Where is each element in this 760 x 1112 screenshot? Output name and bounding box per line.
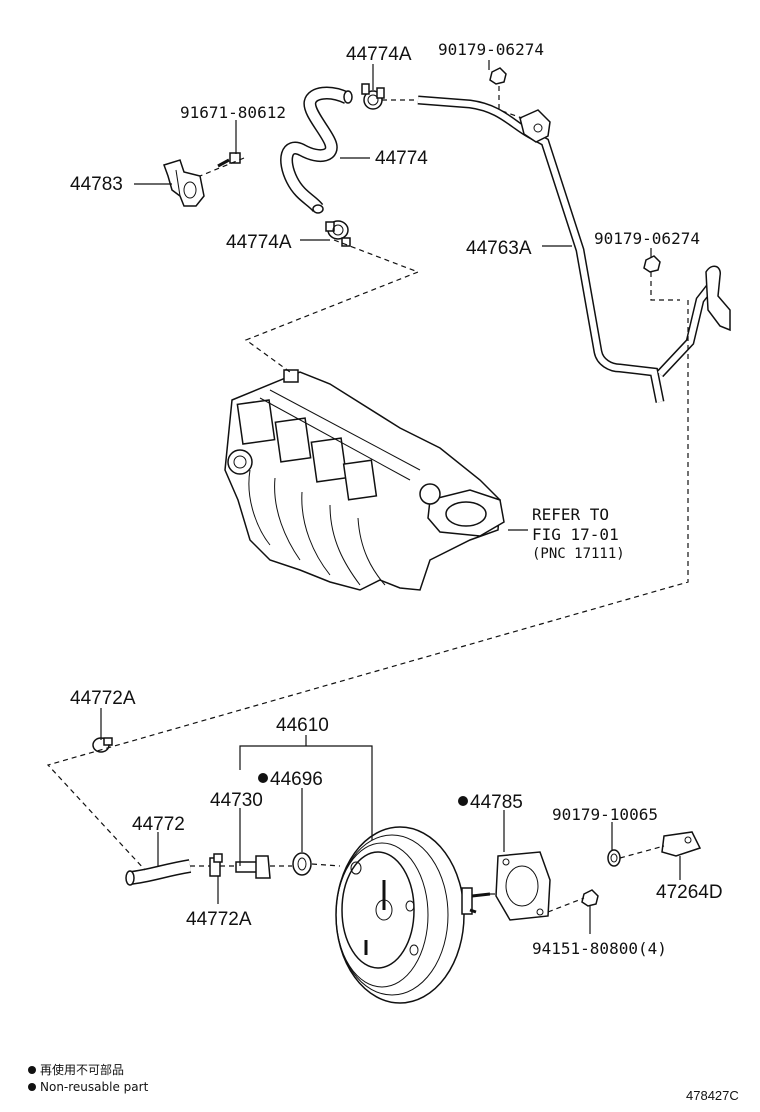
- hose-44772: [125, 859, 192, 886]
- label-44785: 44785: [470, 792, 523, 813]
- label-refer-line2: FIG 17-01: [532, 525, 619, 544]
- label-44763A: 44763A: [466, 238, 532, 259]
- label-44610: 44610: [276, 715, 329, 736]
- label-44696: 44696: [270, 769, 323, 790]
- legend-dot-1: [28, 1066, 36, 1074]
- label-90179-06274-top: 90179-06274: [438, 40, 544, 59]
- label-44730: 44730: [210, 790, 263, 811]
- nut-90179-10065: [607, 849, 621, 867]
- part-labels: 44774A 90179-06274 91671-80612 44774 447…: [70, 40, 723, 958]
- label-90179-10065: 90179-10065: [552, 805, 658, 824]
- legend-line2: Non-reusable part: [40, 1080, 149, 1094]
- label-44774A-bottom: 44774A: [226, 232, 292, 253]
- grommet-44696: [292, 852, 312, 876]
- legend: 再使用不可部品 Non-reusable part: [28, 1062, 149, 1094]
- valve-44730: [235, 855, 271, 879]
- figure-id: 478427C: [686, 1088, 739, 1103]
- label-47264D: 47264D: [656, 882, 723, 903]
- label-refer-line3: (PNC 17111): [532, 546, 625, 562]
- brake-booster-44610: [335, 826, 491, 1004]
- nut-94151-80800: [581, 889, 599, 907]
- clamp-44774A-bottom: [325, 220, 351, 247]
- dashed-connections: [46, 86, 689, 913]
- label-44772A-bottom: 44772A: [186, 909, 252, 930]
- label-44783: 44783: [70, 174, 123, 195]
- non-reusable-dot-44696: [258, 773, 268, 783]
- bolt-91671-80612: [217, 152, 241, 168]
- bracket-44783: [163, 159, 205, 207]
- intake-manifold: [224, 369, 505, 591]
- legend-line1: 再使用不可部品: [40, 1062, 124, 1077]
- leader-lines: [100, 60, 681, 934]
- label-44774A-top: 44774A: [346, 44, 412, 65]
- label-91671-80612: 91671-80612: [180, 103, 286, 122]
- label-94151-80800: 94151-80800(4): [532, 939, 667, 958]
- clamp-44772A-bottom: [209, 853, 223, 877]
- legend-dot-2: [28, 1083, 36, 1091]
- gasket-44785: [495, 851, 551, 921]
- label-refer-line1: REFER TO: [532, 505, 609, 524]
- label-44774: 44774: [375, 148, 428, 169]
- label-44772: 44772: [132, 814, 185, 835]
- pipe-44763A: [417, 95, 731, 403]
- hose-44774: [280, 86, 353, 214]
- nut-90179-06274-top: [489, 67, 507, 85]
- nut-90179-06274-right: [643, 255, 661, 273]
- label-44772A-top: 44772A: [70, 688, 136, 709]
- clevis-47264D: [661, 831, 702, 857]
- non-reusable-dot-44785: [458, 796, 468, 806]
- label-90179-06274-right: 90179-06274: [594, 229, 700, 248]
